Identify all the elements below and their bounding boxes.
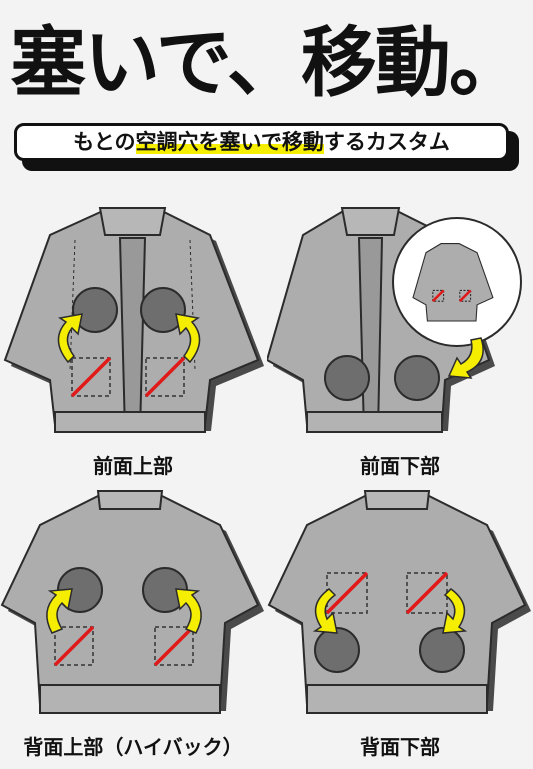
fan-hole-right <box>140 287 186 333</box>
jacket-front-illustration <box>3 207 264 433</box>
panel-back-upper: 背面上部（ハイバック） <box>0 485 266 759</box>
arrow-down-left <box>312 588 338 634</box>
jacket-back-illustration <box>0 490 264 714</box>
panel-front-lower: 前面下部 <box>267 200 533 478</box>
subtitle-highlight: 空調穴を塞いで移動 <box>135 130 324 154</box>
panel-front-upper: 前面上部 <box>0 200 266 478</box>
fan-hole-left <box>324 355 370 401</box>
arrow-down-right <box>442 588 468 634</box>
fan-hole-right <box>419 627 465 673</box>
headline: 塞いで、移動。 <box>10 18 525 107</box>
arrow-up-right <box>175 588 202 634</box>
caption-front-upper: 前面上部 <box>93 454 173 478</box>
subtitle-text-1: もとの <box>73 130 136 154</box>
subtitle-text-2: するカスタム <box>323 130 450 154</box>
caption-front-lower: 前面下部 <box>360 454 440 478</box>
fan-hole-right <box>394 355 440 401</box>
jacket-back-illustration <box>267 490 531 714</box>
fan-hole-left <box>314 627 360 673</box>
jacket-front-illustration <box>267 207 522 433</box>
panel-back-lower: 背面下部 <box>267 485 533 759</box>
arrow-up-left <box>57 313 83 364</box>
subtitle-banner: もとの空調穴を塞いで移動するカスタム <box>14 123 509 161</box>
arrow-down <box>447 337 484 379</box>
arrow-up-right <box>175 313 201 364</box>
caption-back-upper: 背面上部（ハイバック） <box>23 735 243 759</box>
caption-back-lower: 背面下部 <box>360 735 440 759</box>
arrow-up-left <box>46 588 73 634</box>
fan-hole-left <box>72 287 118 333</box>
